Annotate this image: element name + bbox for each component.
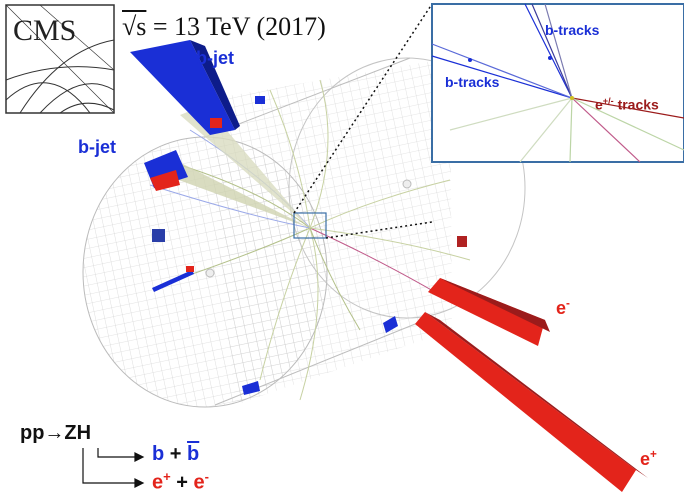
electron-tower-minus	[428, 278, 545, 346]
decay-plus-2: +	[176, 471, 188, 494]
energy-label: √s = 13 TeV (2017)	[122, 12, 326, 42]
etracks-base: e	[595, 96, 603, 113]
process-arrows	[82, 448, 145, 488]
etracks-suffix: tracks	[617, 96, 659, 113]
bjet-left-label: b-jet	[78, 137, 116, 157]
calorimeter-towers	[130, 40, 648, 492]
decay-e1: e	[152, 471, 164, 494]
bjet-top-label: b-jet	[196, 48, 234, 68]
cms-logo	[5, 4, 115, 114]
sqrt-s: √s	[122, 12, 147, 41]
electron-minus-label: e-	[556, 297, 570, 319]
electron-tower-plus	[415, 312, 636, 492]
energy-value: = 13 TeV (2017)	[152, 12, 326, 41]
e-minus-sup: -	[566, 297, 570, 310]
e-plus-base: e	[640, 449, 651, 469]
detector-cylinder	[82, 57, 526, 408]
decay-plus-1: +	[169, 443, 182, 465]
cms-logo-text: CMS	[13, 14, 77, 47]
process-initial: pp→ZH	[20, 422, 92, 444]
endcap-back	[288, 57, 526, 319]
zoom-line-top	[293, 3, 433, 214]
inset-tracks	[431, 3, 684, 163]
bjet-cones	[165, 105, 310, 228]
decay-e2: e	[193, 471, 205, 494]
decay-e1-sup: +	[163, 469, 171, 484]
electron-plus-label: e+	[640, 448, 657, 470]
decay-bbbar: b + b	[152, 443, 199, 466]
e-plus-sup: +	[650, 448, 657, 461]
e-minus-base: e	[556, 298, 567, 318]
vertex-zoom-box	[293, 212, 327, 239]
inset-btracks-left: b-tracks	[445, 74, 500, 90]
etracks-sup: +/-	[602, 96, 614, 106]
decay-b: b	[152, 443, 165, 465]
decay-ee: e+ + e-	[152, 469, 209, 495]
inset-etracks: e+/- tracks	[595, 96, 659, 113]
decay-e2-sup: -	[204, 469, 209, 484]
decay-bbar: b	[187, 443, 200, 465]
inset-btracks-top: b-tracks	[545, 22, 600, 38]
